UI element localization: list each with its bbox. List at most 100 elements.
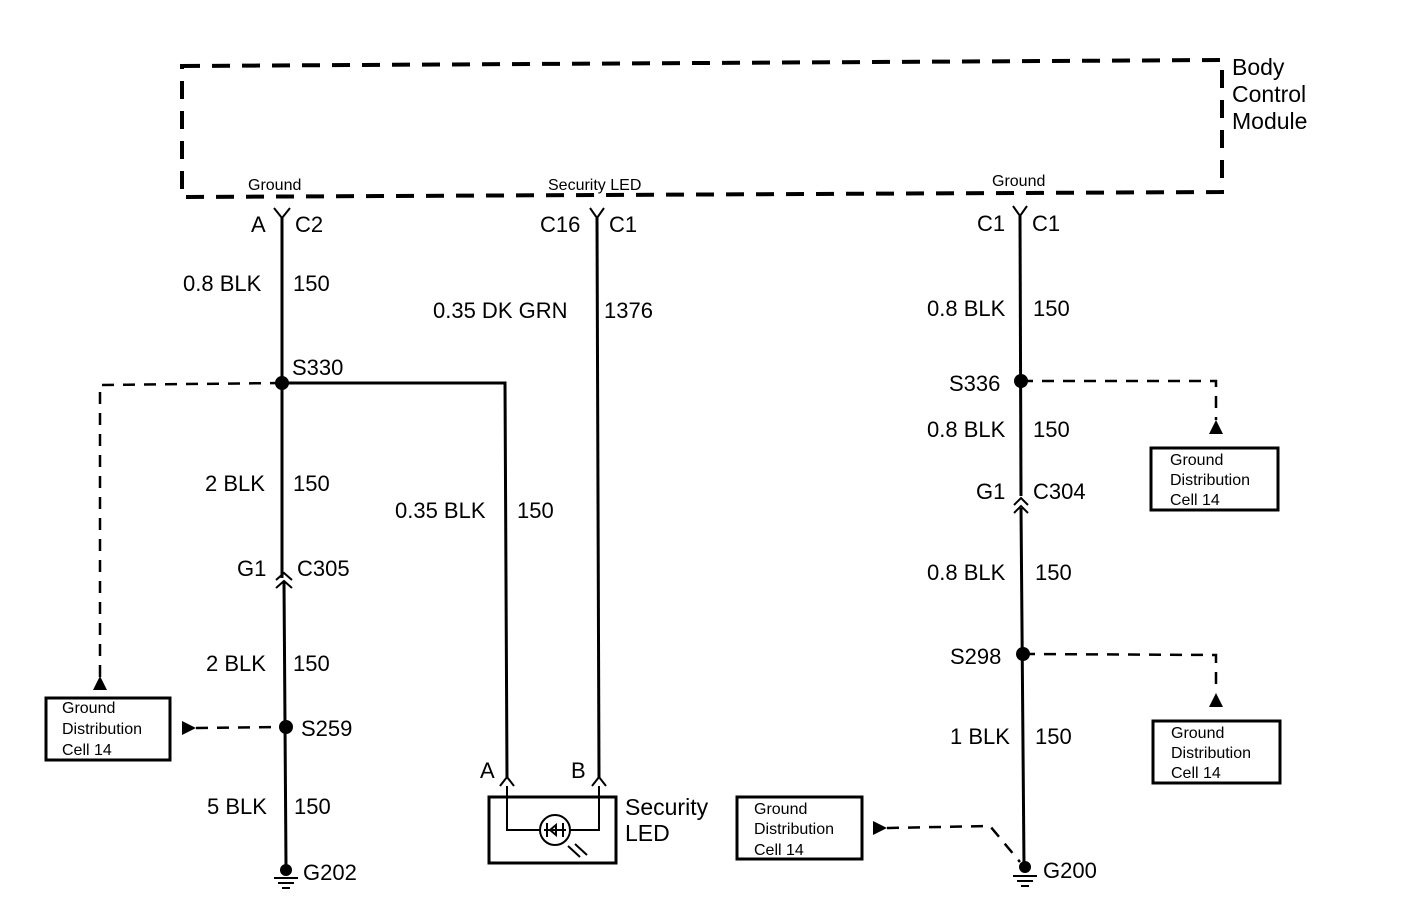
splice-s259-dot	[279, 720, 293, 734]
wire-mid-gauge: 0.35 DK GRN	[433, 298, 568, 323]
ground-g202-icon	[274, 877, 298, 889]
wire-right-1-circuit: 150	[1033, 296, 1070, 321]
wire-right-4-circuit: 150	[1035, 724, 1072, 749]
wire-left-1-circuit: 150	[293, 271, 330, 296]
module-title-line-1: Body	[1232, 54, 1285, 80]
splice-s330-label: S330	[292, 355, 343, 380]
connector-left-g1: G1	[237, 556, 266, 581]
box-line-2: Distribution	[62, 721, 142, 738]
splice-s336-label: S336	[949, 371, 1000, 396]
ground-g200-label: G200	[1043, 858, 1097, 883]
dashed-link-s330-to-box	[98, 381, 283, 678]
box-outline	[1149, 446, 1280, 512]
terminal-b-icon	[591, 775, 607, 787]
wire-mid-circuit: 1376	[604, 298, 653, 323]
dashed-link-box-to-g200	[886, 824, 1021, 863]
box-line-1: Ground	[62, 700, 115, 717]
ground-distribution-box-right-upper: Ground Distribution Cell 14	[1149, 446, 1280, 512]
box-outline	[735, 795, 864, 861]
dashed-link-s336-to-box	[1021, 379, 1218, 420]
connector-symbol-c304	[1013, 496, 1029, 514]
led-icon	[539, 814, 571, 846]
arrow-right-icon	[873, 821, 887, 835]
module-outline	[180, 57, 1224, 200]
connector-mid-c16: C16	[540, 212, 580, 237]
dashed-link-s298-to-box	[1022, 652, 1218, 693]
wire-left-3-circuit: 150	[293, 651, 330, 676]
wire-right-2-circuit: 150	[1033, 417, 1070, 442]
connector-symbol-left-top	[273, 207, 291, 220]
box-line-1: Ground	[754, 801, 807, 818]
dashed-link-box-to-s259	[195, 725, 283, 730]
ground-g200-icon	[1013, 875, 1037, 887]
arrow-up-icon	[1209, 420, 1223, 434]
box-outline	[44, 696, 172, 762]
ground-g202-label: G202	[303, 860, 357, 885]
connector-left-a: A	[251, 212, 266, 237]
wire-mid-blk-gauge: 0.35 BLK	[395, 498, 486, 523]
wire-right-3-circuit: 150	[1035, 560, 1072, 585]
wire-s330-to-led-a	[282, 381, 509, 779]
connector-symbol-right-top	[1012, 205, 1028, 218]
ground-g200-dot	[1019, 861, 1031, 873]
connector-symbol-mid-top	[589, 207, 605, 220]
arrow-up-icon	[1209, 693, 1223, 707]
wire-left-1-gauge: 0.8 BLK	[183, 271, 262, 296]
box-line-2: Distribution	[754, 821, 834, 838]
wire-mid-blk-circuit: 150	[517, 498, 554, 523]
wire-right-3-gauge: 0.8 BLK	[927, 560, 1006, 585]
pin-label-security-led: Security LED	[548, 177, 641, 194]
wire-right-4-gauge: 1 BLK	[950, 724, 1010, 749]
led-label-line-1: Security	[625, 794, 709, 820]
diode-icon	[544, 822, 566, 838]
light-rays-icon	[567, 843, 588, 858]
wire-left-4-circuit: 150	[294, 794, 331, 819]
splice-s298-label: S298	[950, 644, 1001, 669]
ground-distribution-box-right-lower: Ground Distribution Cell 14	[1151, 719, 1282, 785]
connector-c304: C304	[1033, 479, 1086, 504]
left-ground-circuit: A C2 0.8 BLK 150 S330 2 BLK 150 G1 C305 …	[93, 207, 357, 889]
terminal-b-label: B	[571, 758, 586, 783]
box-line-3: Cell 14	[62, 742, 112, 759]
wire-left-4-gauge: 5 BLK	[207, 794, 267, 819]
connector-right-c1b: C1	[1032, 211, 1060, 236]
wire-left-3-gauge: 2 BLK	[206, 651, 266, 676]
connector-right-g1: G1	[976, 479, 1005, 504]
box-line-3: Cell 14	[1170, 492, 1220, 509]
terminal-a-icon	[499, 775, 515, 787]
security-led-circuit: C16 C1 0.35 DK GRN 1376 0.35 BLK 150 A B…	[282, 207, 709, 865]
box-line-2: Distribution	[1171, 745, 1251, 762]
ground-distribution-box-left: Ground Distribution Cell 14	[44, 696, 172, 762]
pin-label-right-ground: Ground	[992, 173, 1045, 190]
body-control-module: Body Control Module Ground Security LED …	[180, 54, 1307, 200]
connector-right-c1a: C1	[977, 211, 1005, 236]
box-line-1: Ground	[1171, 725, 1224, 742]
box-line-1: Ground	[1170, 452, 1223, 469]
arrow-up-icon	[93, 676, 107, 690]
wire-security-led	[595, 217, 601, 779]
led-label-line-2: LED	[625, 820, 670, 846]
module-title-line-3: Module	[1232, 108, 1307, 134]
connector-symbol-c305	[275, 571, 293, 589]
connector-left-c2: C2	[295, 212, 323, 237]
arrow-right-icon	[182, 721, 196, 735]
ground-g202-dot	[280, 864, 292, 876]
wire-right-2-gauge: 0.8 BLK	[927, 417, 1006, 442]
connector-mid-c1: C1	[609, 212, 637, 237]
box-line-2: Distribution	[1170, 472, 1250, 489]
wire-right-lower	[1019, 507, 1026, 867]
wire-right-upper	[1018, 215, 1023, 497]
wire-right-1-gauge: 0.8 BLK	[927, 296, 1006, 321]
ground-distribution-box-bottom: Ground Distribution Cell 14	[735, 795, 864, 861]
pin-label-left-ground: Ground	[248, 177, 301, 194]
right-ground-circuit: C1 C1 0.8 BLK 150 S336 0.8 BLK 150 G1 C3…	[873, 205, 1223, 887]
led-internal-wiring	[506, 786, 600, 831]
wire-left-2-circuit: 150	[293, 471, 330, 496]
box-line-3: Cell 14	[754, 842, 804, 859]
splice-s259-label: S259	[301, 716, 352, 741]
connector-c305: C305	[297, 556, 350, 581]
terminal-a-label: A	[480, 758, 495, 783]
box-outline	[1151, 719, 1282, 785]
box-line-3: Cell 14	[1171, 765, 1221, 782]
